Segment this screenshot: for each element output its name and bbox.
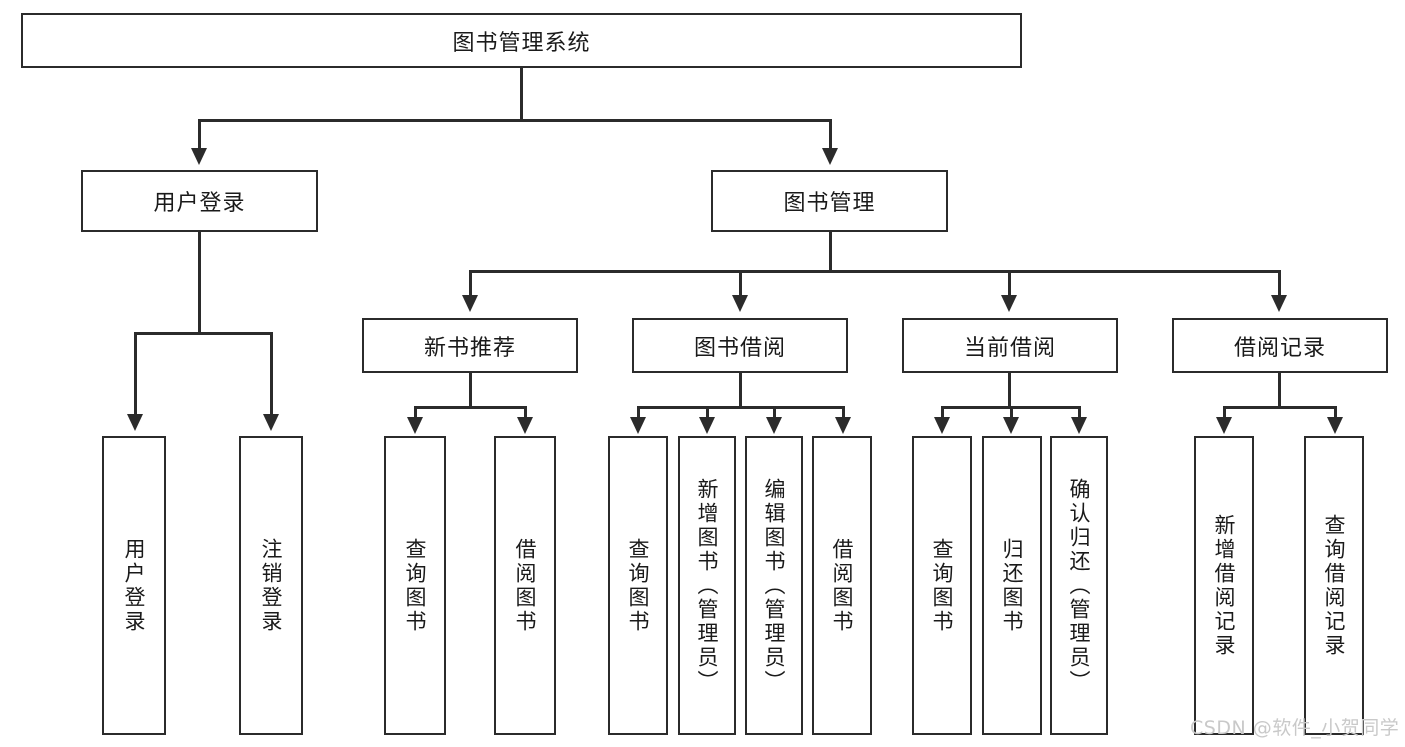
node-label: 新增图书（管理员） <box>695 477 720 694</box>
leaf-borrow-book-borrow[interactable]: 借阅图书 <box>812 436 872 735</box>
node-book-borrow[interactable]: 图书借阅 <box>632 318 848 373</box>
connector-level2-drop-left <box>198 119 201 150</box>
arrow-to-new-book-recommend <box>462 295 478 312</box>
connector-level3-bus <box>469 270 1280 273</box>
node-label: 查询借阅记录 <box>1322 513 1347 658</box>
connector-new-book-stem <box>469 373 472 408</box>
node-label: 编辑图书（管理员） <box>762 477 787 694</box>
leaf-query-book-borrow[interactable]: 查询图书 <box>608 436 668 735</box>
leaf-add-borrow-record[interactable]: 新增借阅记录 <box>1194 436 1254 735</box>
connector-book-borrow-bus <box>637 406 844 409</box>
connector-new-book-bus <box>414 406 527 409</box>
arrow-to-current-borrow <box>1001 295 1017 312</box>
node-label: 用户登录 <box>122 537 147 634</box>
connector-current-borrow-drop-3 <box>1078 406 1081 420</box>
node-user-login[interactable]: 用户登录 <box>81 170 318 232</box>
connector-book-management-stem <box>829 232 832 272</box>
leaf-return-book[interactable]: 归还图书 <box>982 436 1042 735</box>
arrow-to-leaf-confirm-return <box>1071 417 1087 434</box>
connector-level3-drop-1 <box>469 270 472 297</box>
node-label: 查询图书 <box>403 537 428 634</box>
connector-borrow-record-bus <box>1223 406 1337 409</box>
connector-user-login-bus <box>134 332 273 335</box>
node-label: 注销登录 <box>259 537 284 634</box>
connector-level2-bus <box>198 119 831 122</box>
connector-book-borrow-drop-4 <box>842 406 845 420</box>
arrow-to-leaf-user-login <box>127 414 143 431</box>
connector-level3-drop-2 <box>739 270 742 297</box>
arrow-to-leaf-borrow-book-2 <box>835 417 851 434</box>
leaf-query-book-current[interactable]: 查询图书 <box>912 436 972 735</box>
node-label: 新增借阅记录 <box>1212 513 1237 658</box>
arrow-to-leaf-add-borrow-record <box>1216 417 1232 434</box>
leaf-query-book-new-recommend[interactable]: 查询图书 <box>384 436 446 735</box>
connector-borrow-record-stem <box>1278 373 1281 408</box>
connector-current-borrow-drop-1 <box>941 406 944 420</box>
node-label: 归还图书 <box>1000 537 1025 634</box>
leaf-borrow-book-new-recommend[interactable]: 借阅图书 <box>494 436 556 735</box>
arrow-to-leaf-query-book-1 <box>407 417 423 434</box>
arrow-to-book-borrow <box>732 295 748 312</box>
node-label: 查询图书 <box>930 537 955 634</box>
connector-new-book-drop-2 <box>524 406 527 420</box>
node-label: 图书管理 <box>783 191 876 216</box>
connector-book-borrow-drop-1 <box>637 406 640 420</box>
node-borrow-record[interactable]: 借阅记录 <box>1172 318 1388 373</box>
connector-level2-drop-right <box>829 119 832 150</box>
arrow-to-borrow-record <box>1271 295 1287 312</box>
leaf-confirm-return-admin[interactable]: 确认归还（管理员） <box>1050 436 1108 735</box>
connector-borrow-record-drop-1 <box>1223 406 1226 420</box>
leaf-logout[interactable]: 注销登录 <box>239 436 303 735</box>
node-current-borrow[interactable]: 当前借阅 <box>902 318 1118 373</box>
connector-root-stem <box>520 68 523 121</box>
arrow-to-leaf-query-borrow-record <box>1327 417 1343 434</box>
connector-current-borrow-stem <box>1008 373 1011 408</box>
node-label: 图书管理系统 <box>452 30 591 56</box>
node-label: 查询图书 <box>626 537 651 634</box>
connector-level3-drop-3 <box>1008 270 1011 297</box>
node-book-management[interactable]: 图书管理 <box>711 170 948 232</box>
connector-book-borrow-drop-3 <box>773 406 776 420</box>
connector-user-login-drop-2 <box>270 332 273 417</box>
node-label: 图书借阅 <box>693 335 786 361</box>
node-label: 用户登录 <box>153 191 246 216</box>
leaf-add-book-admin[interactable]: 新增图书（管理员） <box>678 436 736 735</box>
node-root-book-management-system[interactable]: 图书管理系统 <box>21 13 1022 68</box>
node-label: 借阅图书 <box>513 537 538 634</box>
arrow-to-leaf-query-book-3 <box>934 417 950 434</box>
connector-borrow-record-drop-2 <box>1334 406 1337 420</box>
arrow-to-leaf-edit-book <box>766 417 782 434</box>
leaf-user-login[interactable]: 用户登录 <box>102 436 166 735</box>
arrow-to-leaf-logout <box>263 414 279 431</box>
connector-current-borrow-drop-2 <box>1010 406 1013 420</box>
connector-book-borrow-drop-2 <box>706 406 709 420</box>
connector-level3-drop-4 <box>1278 270 1281 297</box>
arrow-to-book-management <box>822 148 838 165</box>
node-label: 借阅图书 <box>830 537 855 634</box>
node-new-book-recommend[interactable]: 新书推荐 <box>362 318 578 373</box>
node-label: 新书推荐 <box>423 335 516 361</box>
arrow-to-leaf-borrow-book-1 <box>517 417 533 434</box>
arrow-to-leaf-query-book-2 <box>630 417 646 434</box>
connector-new-book-drop-1 <box>414 406 417 420</box>
leaf-query-borrow-record[interactable]: 查询借阅记录 <box>1304 436 1364 735</box>
arrow-to-leaf-add-book <box>699 417 715 434</box>
node-label: 借阅记录 <box>1233 335 1326 361</box>
arrow-to-leaf-return-book <box>1003 417 1019 434</box>
arrow-to-user-login <box>191 148 207 165</box>
leaf-edit-book-admin[interactable]: 编辑图书（管理员） <box>745 436 803 735</box>
connector-book-borrow-stem <box>739 373 742 408</box>
node-label: 当前借阅 <box>963 335 1056 361</box>
node-label: 确认归还（管理员） <box>1067 477 1092 694</box>
connector-user-login-stem <box>198 232 201 334</box>
watermark-text: CSDN @软件_小贺同学 <box>1190 717 1400 739</box>
connector-user-login-drop-1 <box>134 332 137 417</box>
